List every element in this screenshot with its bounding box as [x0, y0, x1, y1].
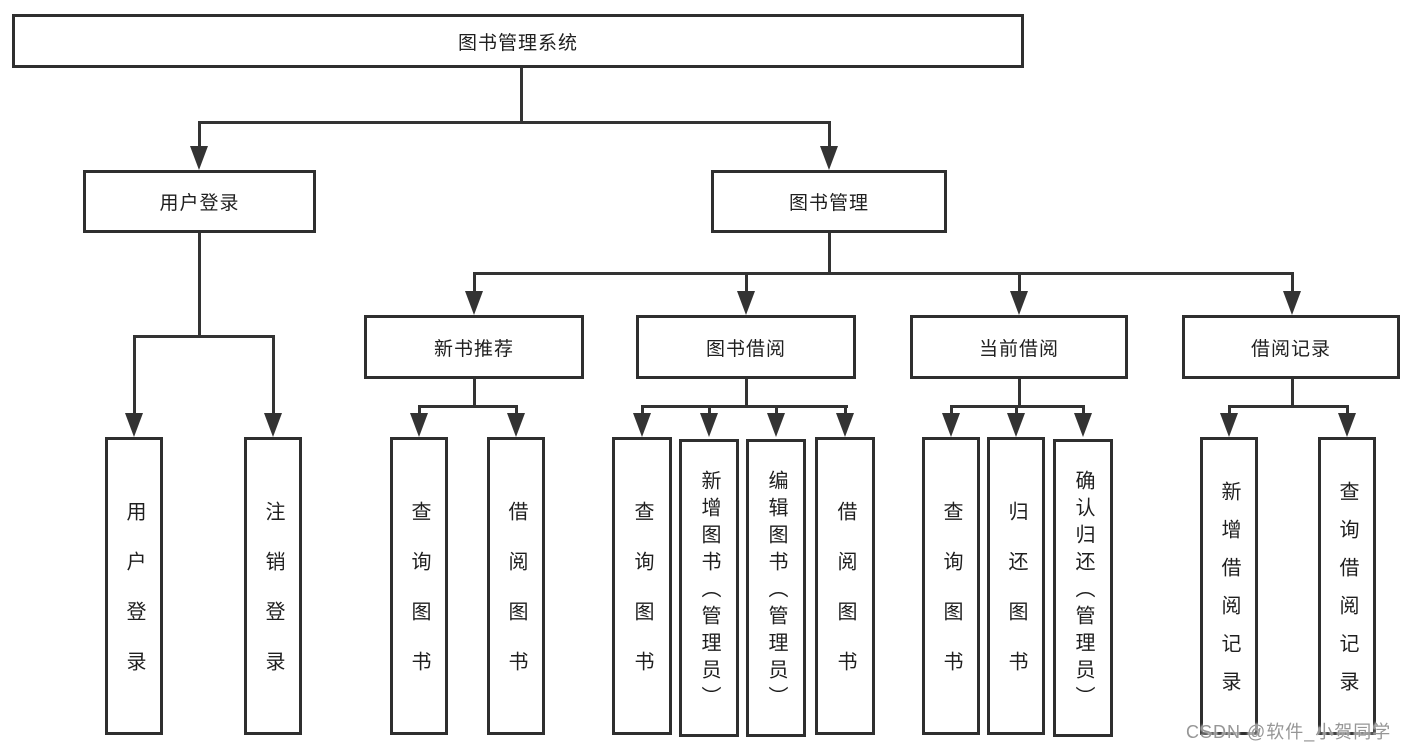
leaf-query-borrow-record-label: 查询借阅记录 [1336, 481, 1358, 709]
connector-level3-drop [473, 272, 476, 291]
leaf-user-login: 用户登录 [105, 437, 163, 735]
connector-level2-bar [198, 121, 831, 124]
leaf-return-book: 归还图书 [987, 437, 1045, 735]
node-book-borrow: 图书借阅 [636, 315, 856, 379]
connector-level3-drop [1018, 272, 1021, 291]
leaf-add-book-admin: 新增图书（管理员） [679, 439, 739, 737]
csdn-watermark: CSDN @软件_小贺同学 [1186, 722, 1392, 742]
arrow-down-icon [507, 413, 525, 437]
connector-borrow-record-stem [1291, 379, 1294, 408]
node-borrow-record-label: 借阅记录 [1250, 338, 1331, 360]
leaf-query-book-2: 查询图书 [612, 437, 672, 735]
leaf-query-book-1: 查询图书 [390, 437, 448, 735]
connector-level3-drop [745, 272, 748, 291]
connector-leaf-drop [133, 335, 136, 413]
leaf-confirm-return-admin-label: 确认归还（管理员） [1072, 470, 1094, 713]
arrow-down-icon [1010, 291, 1028, 315]
leaf-logout: 注销登录 [244, 437, 302, 735]
arrow-down-icon [1283, 291, 1301, 315]
arrow-down-icon [465, 291, 483, 315]
arrow-down-icon [836, 413, 854, 437]
node-current-borrow-label: 当前借阅 [978, 338, 1059, 360]
arrow-down-icon [264, 413, 282, 437]
leaf-add-book-admin-label: 新增图书（管理员） [698, 470, 720, 713]
leaf-edit-book-admin: 编辑图书（管理员） [746, 439, 806, 737]
leaf-confirm-return-admin: 确认归还（管理员） [1053, 439, 1113, 737]
arrow-down-icon [190, 146, 208, 170]
node-root: 图书管理系统 [12, 14, 1024, 68]
leaf-borrow-book-2-label: 借阅图书 [834, 501, 856, 701]
connector-level3-bar [473, 272, 1294, 275]
connector-leaf-drop [775, 405, 778, 413]
connector-book-management-drop [828, 121, 831, 146]
connector-leaf-drop [641, 405, 644, 413]
connector-user-login-drop [198, 121, 201, 146]
connector-leaf-drop [418, 405, 421, 413]
arrow-down-icon [125, 413, 143, 437]
connector-leaf-drop [844, 405, 847, 413]
node-new-book-recommend-label: 新书推荐 [433, 338, 514, 360]
arrow-down-icon [1338, 413, 1356, 437]
connector-root-stem [520, 68, 523, 124]
leaf-query-borrow-record: 查询借阅记录 [1318, 437, 1376, 735]
leaf-query-book-2-label: 查询图书 [631, 501, 653, 701]
arrow-down-icon [1007, 413, 1025, 437]
leaf-query-book-1-label: 查询图书 [408, 501, 430, 701]
arrow-down-icon [737, 291, 755, 315]
node-book-management-label: 图书管理 [788, 193, 869, 214]
connector-leaf-drop [1346, 405, 1349, 413]
leaf-return-book-label: 归还图书 [1005, 501, 1027, 701]
leaf-user-login-label: 用户登录 [123, 501, 145, 701]
leaf-borrow-book-2: 借阅图书 [815, 437, 875, 735]
arrow-down-icon [1074, 413, 1092, 437]
connector-leaf-drop [1228, 405, 1231, 413]
leaf-query-book-3: 查询图书 [922, 437, 980, 735]
node-borrow-record: 借阅记录 [1182, 315, 1400, 379]
connector-book-borrow-stem [745, 379, 748, 408]
connector-leaf-drop [1015, 405, 1018, 413]
node-user-login-label: 用户登录 [159, 193, 240, 214]
leaf-query-book-3-label: 查询图书 [940, 501, 962, 701]
arrow-down-icon [410, 413, 428, 437]
connector-book-borrow-bar [641, 405, 848, 408]
connector-level3-drop [1291, 272, 1294, 291]
connector-borrow-record-bar [1228, 405, 1348, 408]
node-book-management: 图书管理 [711, 170, 947, 233]
node-book-borrow-label: 图书借阅 [705, 338, 786, 360]
node-new-book-recommend: 新书推荐 [364, 315, 584, 379]
arrow-down-icon [820, 146, 838, 170]
connector-user-login-stem [198, 233, 201, 337]
connector-leaf-drop [515, 405, 518, 413]
connector-leaf-drop [950, 405, 953, 413]
node-root-label: 图书管理系统 [457, 32, 578, 54]
connector-leaf-drop [1082, 405, 1085, 413]
arrow-down-icon [633, 413, 651, 437]
connector-leaf-drop [272, 335, 275, 413]
leaf-borrow-book-1: 借阅图书 [487, 437, 545, 735]
leaf-add-borrow-record: 新增借阅记录 [1200, 437, 1258, 735]
arrow-down-icon [700, 413, 718, 437]
leaf-add-borrow-record-label: 新增借阅记录 [1218, 481, 1240, 709]
arrow-down-icon [1220, 413, 1238, 437]
leaf-edit-book-admin-label: 编辑图书（管理员） [765, 470, 787, 713]
node-user-login: 用户登录 [83, 170, 316, 233]
arrow-down-icon [942, 413, 960, 437]
leaf-logout-label: 注销登录 [262, 501, 284, 701]
connector-current-borrow-stem [1018, 379, 1021, 408]
connector-new-book-stem [473, 379, 476, 408]
leaf-borrow-book-1-label: 借阅图书 [505, 501, 527, 701]
connector-user-login-bar [133, 335, 274, 338]
arrow-down-icon [767, 413, 785, 437]
connector-leaf-drop [708, 405, 711, 413]
node-current-borrow: 当前借阅 [910, 315, 1128, 379]
connector-book-management-stem [828, 233, 831, 275]
connector-new-book-bar [418, 405, 518, 408]
